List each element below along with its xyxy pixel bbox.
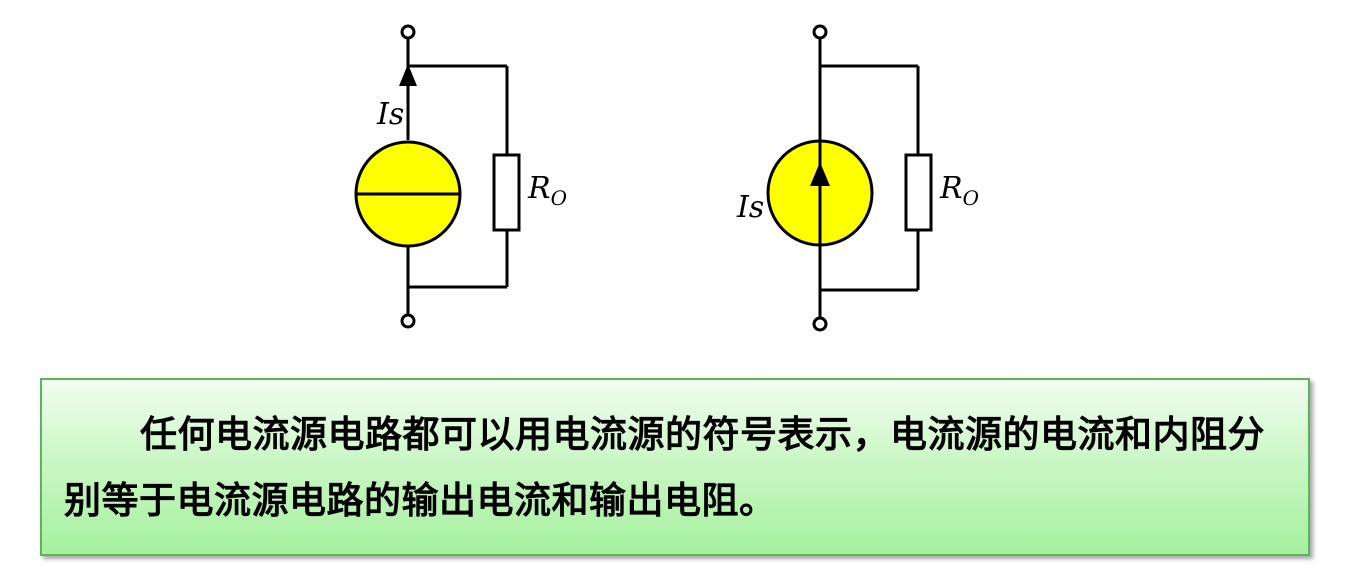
left-current-arrow: [399, 64, 417, 86]
circuit-right: Is RO: [736, 24, 979, 332]
left-terminal-bottom: [400, 313, 416, 329]
right-current-arrow: [810, 162, 830, 186]
left-terminal-top: [400, 24, 416, 40]
note-box: 任何电流源电路都可以用电流源的符号表示，电流源的电流和内阻分别等于电流源电路的输…: [40, 378, 1310, 556]
right-resistor-label: RO: [939, 171, 979, 210]
right-terminal-top: [812, 24, 828, 40]
circuit-diagrams: Is RO Is RO: [354, 24, 979, 332]
right-resistor: [904, 153, 933, 232]
right-source-label: Is: [736, 190, 764, 225]
left-resistor: [492, 153, 521, 232]
left-resistor-label: RO: [527, 171, 567, 210]
note-text: 任何电流源电路都可以用电流源的符号表示，电流源的电流和内阻分别等于电流源电路的输…: [64, 413, 1265, 522]
right-terminal-bottom: [812, 316, 828, 332]
circuit-left: Is RO: [354, 24, 567, 329]
left-source-label: Is: [376, 97, 404, 132]
